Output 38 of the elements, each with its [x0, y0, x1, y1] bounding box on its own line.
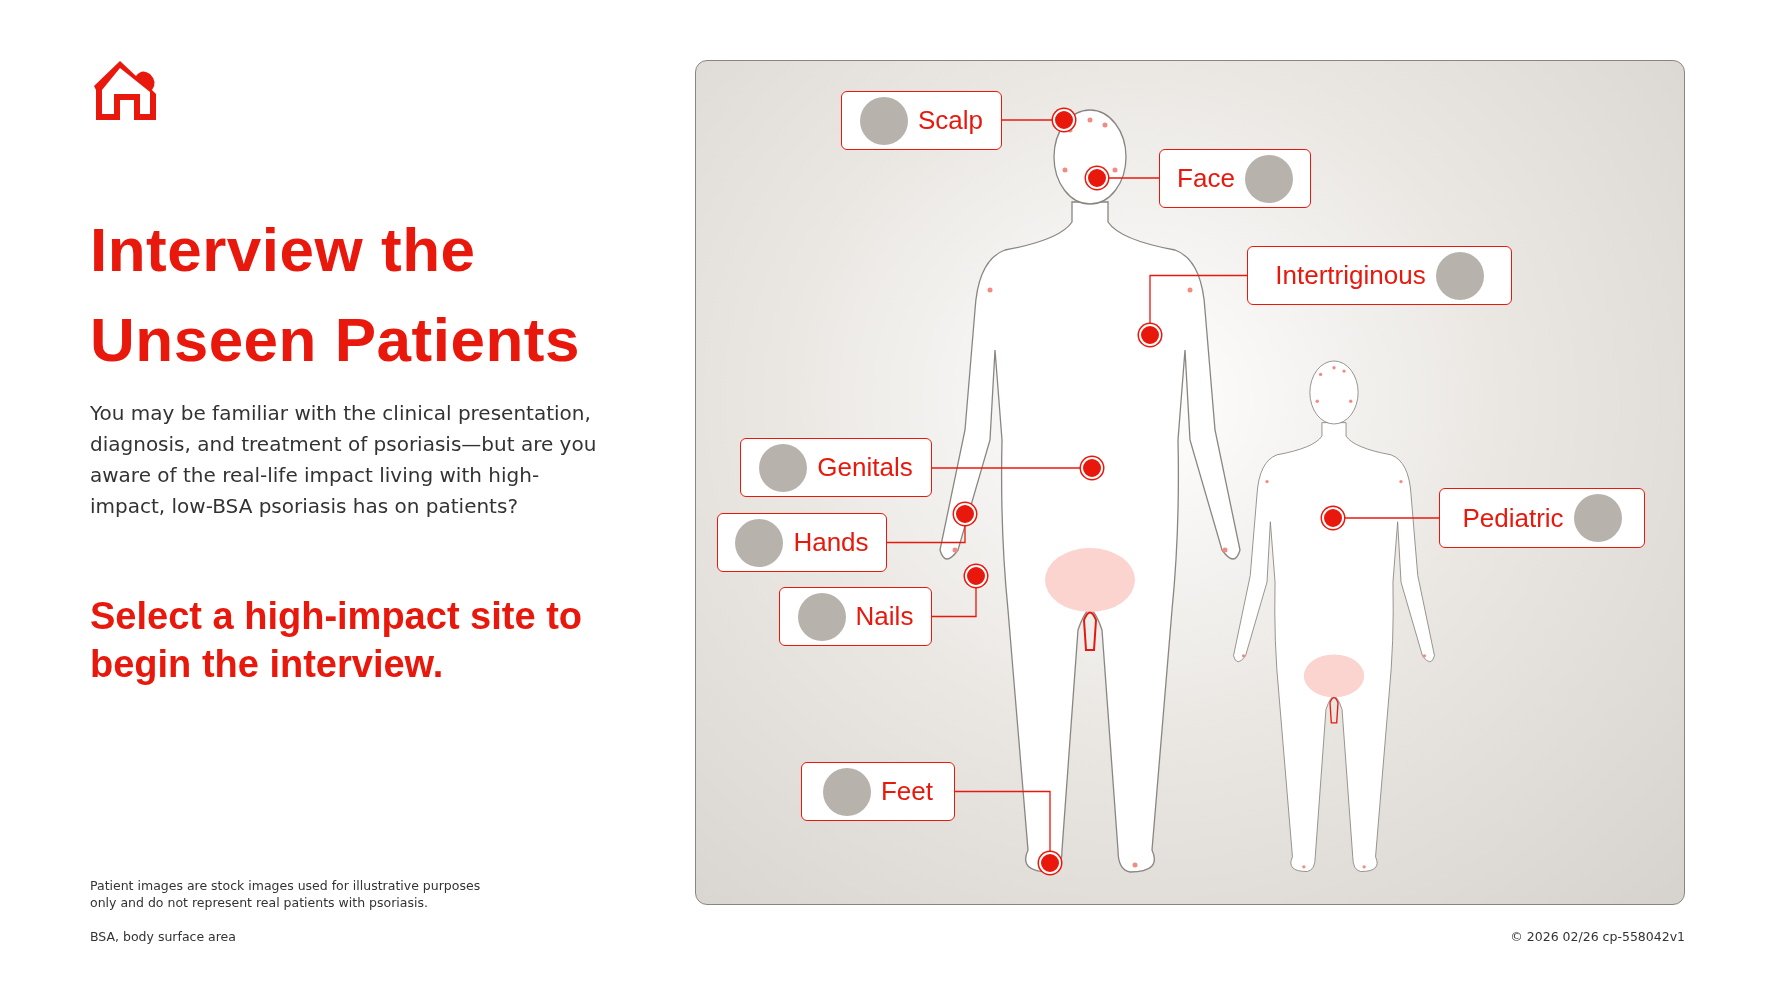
- leader-line: [954, 790, 1051, 853]
- page-title: Interview the Unseen Patients: [90, 214, 581, 376]
- marker-dot: [965, 565, 987, 587]
- site-label: Face: [1177, 163, 1235, 194]
- marker-dot: [1081, 457, 1103, 479]
- leader-line: [931, 586, 977, 618]
- site-label: Scalp: [917, 105, 983, 136]
- site-label-box: [841, 91, 1002, 150]
- call-to-action-text: Select a high-impact site to begin the interview.: [90, 594, 583, 687]
- site-label: Genitals: [817, 452, 913, 483]
- site-label: Intertriginous: [1275, 260, 1426, 291]
- site-label-box: [717, 513, 887, 572]
- intro-paragraph: You may be familiar with the clinical presentation, diagnosis, and treatment of psoriasis—but are you aware of the real-life impact living with high-impact, low-BSA psoriasis has on patients?: [90, 400, 598, 520]
- site-label: Pediatric: [1462, 502, 1564, 534]
- site-label-box: [801, 762, 955, 821]
- leader-line: [1001, 119, 1054, 121]
- leader-line: [1149, 274, 1248, 325]
- marker-dot: [1053, 109, 1075, 131]
- site-label-box: [1159, 149, 1311, 208]
- marker-dot: [1039, 852, 1061, 874]
- abbreviation-note: BSA, body surface area: [90, 929, 236, 944]
- leader-line: [1343, 517, 1440, 519]
- site-label-box: [1247, 246, 1512, 305]
- site-label: Hands: [793, 527, 869, 558]
- site-label-box: [779, 587, 932, 646]
- site-label-box: [1439, 488, 1645, 548]
- copyright-note: © 2026 02/26 cp-558042v1: [1510, 929, 1685, 944]
- site-label-box: [740, 438, 932, 497]
- leader-line: [1107, 177, 1160, 179]
- leader-line: [886, 524, 966, 544]
- leader-line: [931, 467, 1082, 469]
- marker-dot: [1322, 507, 1344, 529]
- marker-dot: [1139, 324, 1161, 346]
- disclaimer-note: Patient images are stock images used for illustrative purposes only and do not represent real patients with psoriasis.: [90, 877, 482, 911]
- marker-dot: [1086, 167, 1108, 189]
- marker-dot: [954, 503, 976, 525]
- site-label: Nails: [855, 601, 914, 632]
- site-label: Feet: [881, 776, 933, 807]
